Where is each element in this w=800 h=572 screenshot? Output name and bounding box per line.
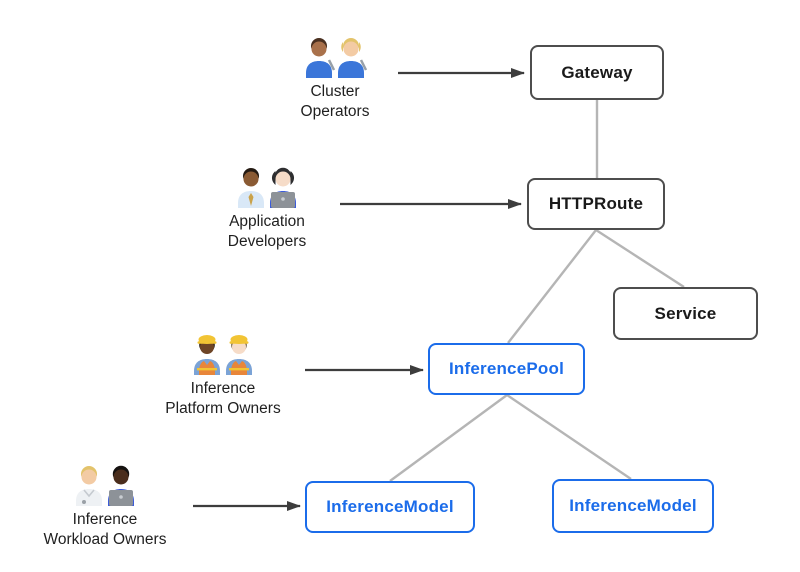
persona-label-line: Workload Owners <box>43 531 167 548</box>
construction-workers-duo-icon <box>194 335 252 375</box>
service-node: Service <box>613 287 758 340</box>
gateway-node-label: Gateway <box>561 62 633 82</box>
persona-inference-workload-owners-label: Inference Workload Owners <box>44 510 167 550</box>
persona-inference-workload-owners: Inference Workload Owners <box>30 464 180 550</box>
persona-inference-platform-owners-label: Inference Platform Owners <box>165 379 280 419</box>
inferencemodel-left-node: InferenceModel <box>305 481 475 533</box>
connector-inferencepool-inferencemodel-left <box>389 394 508 482</box>
persona-cluster-operators-label: Cluster Operators <box>301 82 370 122</box>
connector-httproute-inferencepool <box>507 229 597 344</box>
connector-httproute-service <box>595 228 685 289</box>
inferencemodel-left-node-label: InferenceModel <box>326 497 454 516</box>
persona-label-line: Operators <box>300 103 370 120</box>
httproute-node: HTTPRoute <box>527 178 665 230</box>
inferencemodel-right-node: InferenceModel <box>552 479 714 533</box>
gateway-node: Gateway <box>530 45 664 100</box>
persona-label-line: Inference <box>72 511 138 528</box>
persona-label-line: Application <box>229 213 305 230</box>
persona-application-developers-label: Application Developers <box>228 212 306 252</box>
health-worker-and-technologist-duo-icon <box>76 465 134 506</box>
inferencepool-node-label: InferencePool <box>448 359 565 378</box>
persona-label-line: Inference <box>190 380 256 397</box>
connector-inferencepool-inferencemodel-right <box>506 394 632 480</box>
persona-inference-platform-owners: Inference Platform Owners <box>148 333 298 419</box>
persona-label-line: Platform Owners <box>165 400 281 417</box>
persona-cluster-operators: Cluster Operators <box>260 36 410 122</box>
mechanics-duo-icon <box>306 38 368 78</box>
inferencepool-node: InferencePool <box>428 343 585 395</box>
office-worker-and-technologist-duo-icon <box>238 167 296 208</box>
persona-label-line: Developers <box>227 233 307 250</box>
persona-label-line: Cluster <box>310 83 360 100</box>
service-node-label: Service <box>654 303 717 323</box>
persona-application-developers: Application Developers <box>192 166 342 252</box>
httproute-node-label: HTTPRoute <box>548 194 644 213</box>
inferencemodel-right-node-label: InferenceModel <box>569 496 697 515</box>
